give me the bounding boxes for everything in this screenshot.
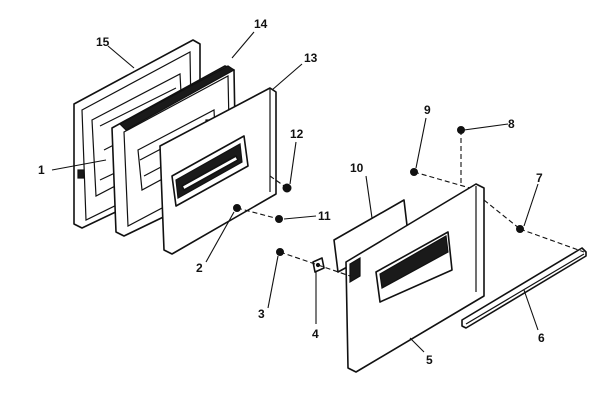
leader-lines — [51, 31, 539, 353]
callout-6: 6 — [538, 331, 545, 345]
callout-7: 7 — [536, 171, 543, 185]
part-5-outer-panel — [345, 183, 485, 373]
callout-4: 4 — [312, 327, 319, 341]
callout-3: 3 — [258, 307, 265, 321]
alignment-lines — [236, 130, 585, 277]
callout-13: 13 — [304, 51, 318, 65]
callout-8: 8 — [508, 117, 515, 131]
callout-12: 12 — [290, 127, 304, 141]
part-6-door-handle — [461, 247, 587, 329]
callout-11: 11 — [318, 209, 331, 223]
callout-15: 15 — [96, 35, 110, 49]
callout-2: 2 — [196, 261, 203, 275]
callout-10: 10 — [350, 161, 364, 175]
callout-labels: 15 14 13 1 12 11 2 3 4 10 9 8 7 5 6 — [38, 17, 545, 367]
callout-1: 1 — [38, 163, 45, 177]
callout-9: 9 — [424, 103, 431, 117]
part-13-outer-frame — [159, 87, 277, 255]
callout-5: 5 — [426, 353, 433, 367]
callout-14: 14 — [254, 17, 268, 31]
